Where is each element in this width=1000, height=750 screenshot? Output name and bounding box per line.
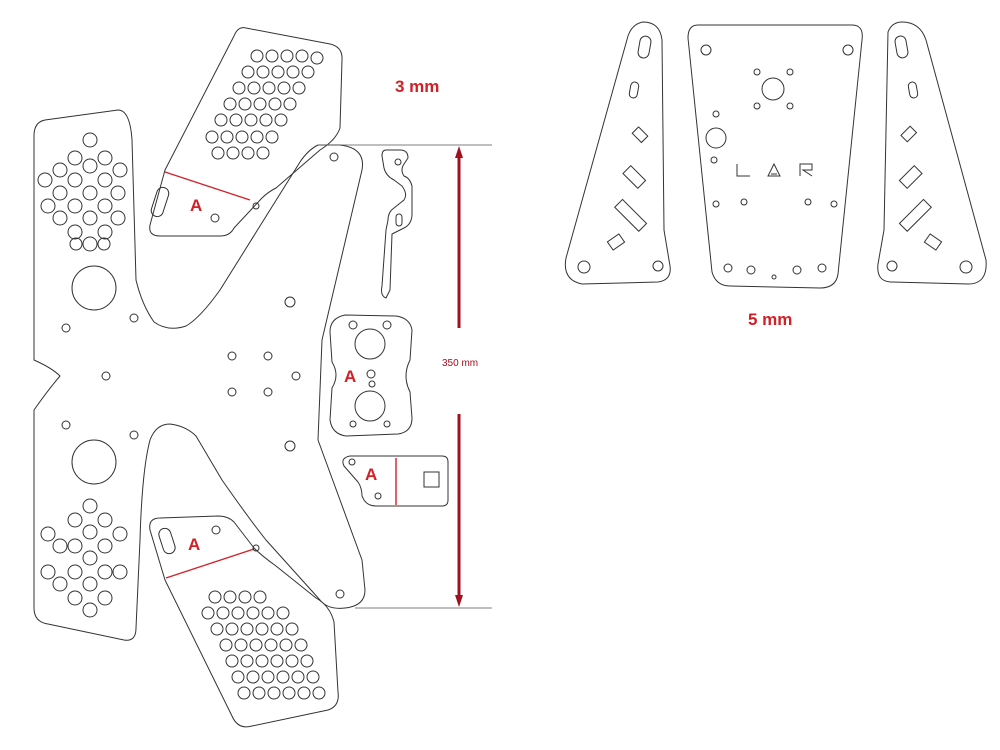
lar-logo (736, 162, 813, 177)
hole-pattern-upper (37, 132, 128, 252)
part-label-a-upper: A (190, 196, 202, 215)
hole-pattern-lower (40, 498, 128, 618)
large-hole-lower (71, 439, 117, 485)
dimension-350 (318, 144, 492, 609)
side-plate-left (564, 21, 671, 285)
square-cutout-plate (342, 455, 449, 507)
thickness-label-5mm: 5 mm (748, 310, 792, 329)
main-chassis-plate (33, 109, 366, 641)
large-hole-upper (71, 265, 117, 311)
center-logo-plate (687, 24, 863, 289)
upper-pedal-plate (149, 27, 343, 237)
dogbone-plate (329, 314, 413, 437)
part-label-a-lower: A (188, 535, 200, 554)
fold-line-upper (164, 171, 251, 201)
dimension-label: 350 mm (442, 358, 478, 369)
thickness-label-3mm: 3 mm (395, 77, 439, 96)
bracket-strip (381, 149, 413, 299)
part-label-a-dogbone: A (344, 367, 356, 386)
part-label-a-square: A (365, 465, 377, 484)
side-plate-right (877, 21, 987, 285)
hole-pattern-upper-pedal (205, 49, 324, 160)
fold-line-lower (165, 548, 255, 579)
lower-pedal-plate (149, 515, 339, 728)
hole-pattern-lower-pedal (201, 590, 326, 700)
